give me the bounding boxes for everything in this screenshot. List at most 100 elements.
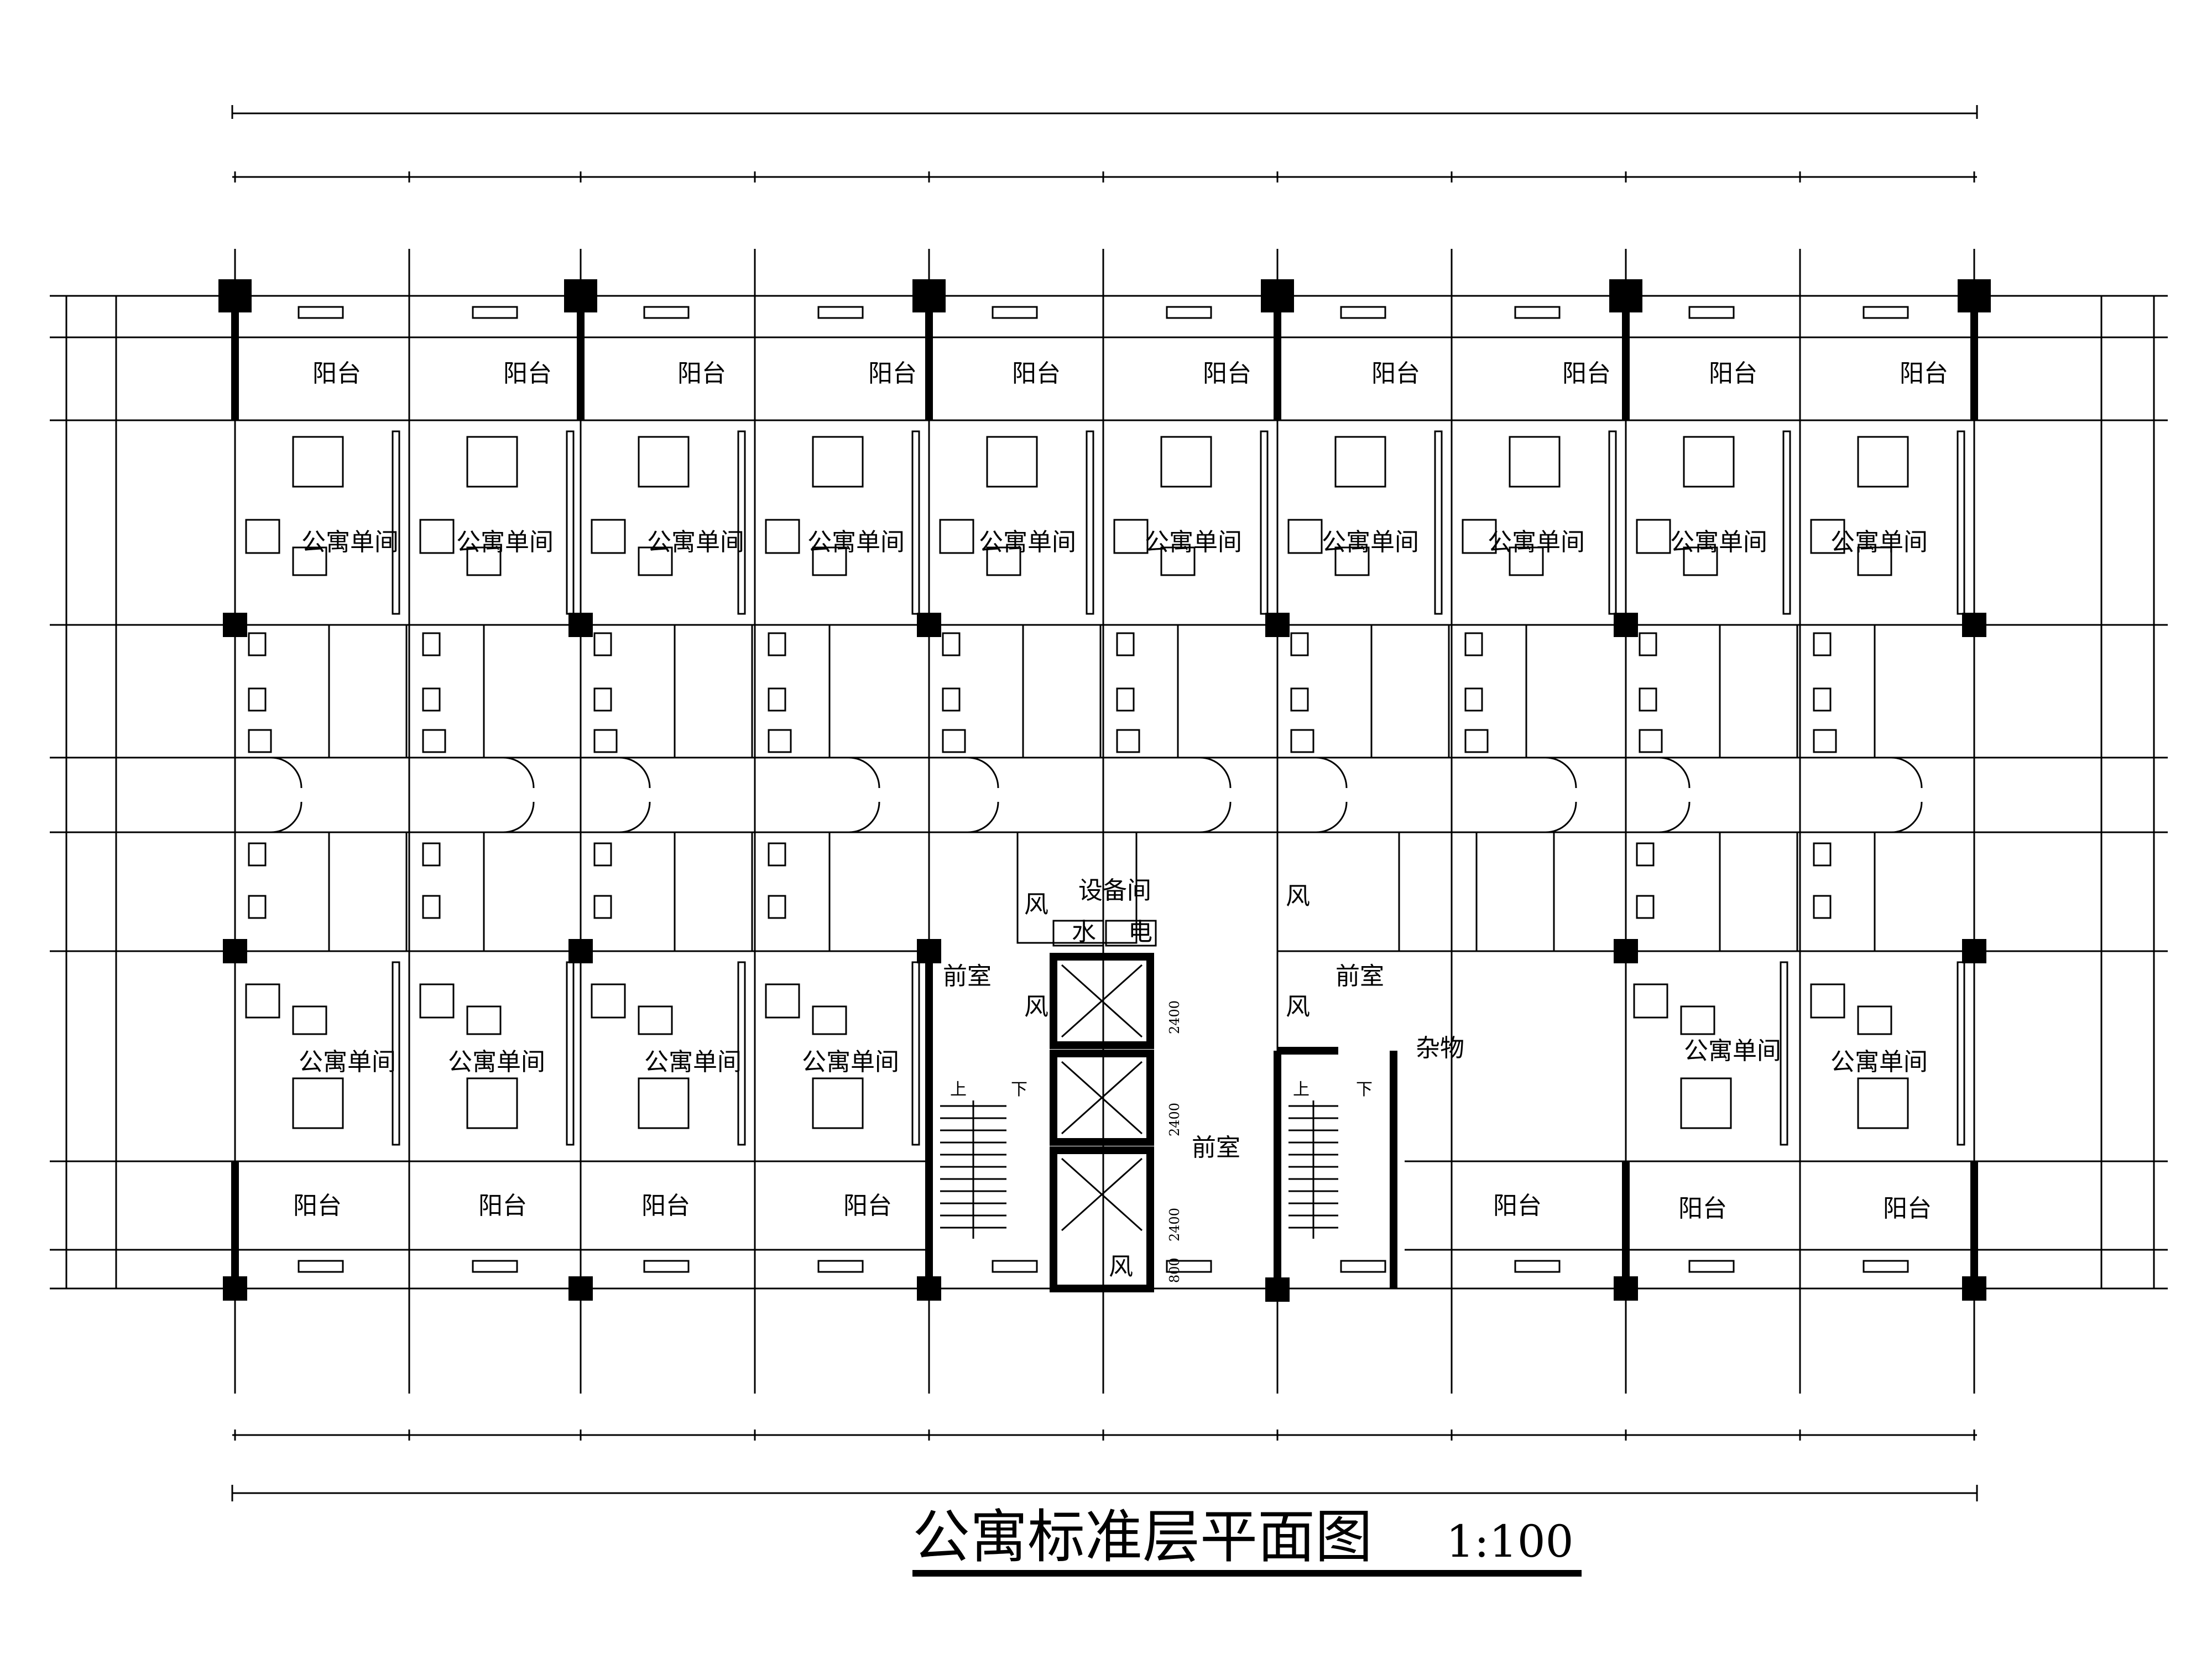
balcony-label-bottom-1: 阳台 bbox=[293, 1192, 342, 1220]
washbasin-icon bbox=[1464, 632, 1483, 656]
electric-shaft bbox=[1105, 920, 1157, 947]
table-icon bbox=[1680, 1005, 1715, 1035]
wardrobe-icon bbox=[1086, 430, 1094, 615]
washbasin-icon bbox=[768, 842, 786, 867]
wardrobe-icon bbox=[737, 430, 746, 615]
toilet-icon bbox=[1813, 729, 1837, 753]
balcony-label-bottom-5: 阳台 bbox=[1493, 1192, 1542, 1220]
door-swing bbox=[619, 757, 651, 789]
water-shaft bbox=[1052, 920, 1104, 947]
window-tag bbox=[472, 1260, 518, 1273]
bed-icon bbox=[292, 436, 344, 488]
unit-label-bottom-5: 公寓单间 bbox=[1684, 1037, 1781, 1065]
door-swing bbox=[1545, 801, 1577, 833]
sofa-icon bbox=[939, 519, 974, 554]
sofa-icon bbox=[1462, 519, 1497, 554]
window-tag bbox=[992, 1260, 1038, 1273]
table-icon bbox=[1857, 1005, 1892, 1035]
washbasin-icon bbox=[593, 895, 612, 919]
sofa-icon bbox=[419, 983, 455, 1019]
door-swing bbox=[503, 801, 535, 833]
unit-label-top-2: 公寓单间 bbox=[456, 528, 554, 556]
washbasin-icon bbox=[593, 842, 612, 867]
structural-column bbox=[917, 939, 941, 963]
washbasin-icon bbox=[248, 842, 267, 867]
washbasin-icon bbox=[1639, 632, 1657, 656]
washbasin-icon bbox=[1464, 687, 1483, 712]
elevator-cross bbox=[1061, 1157, 1143, 1232]
balcony-label-bottom-2: 阳台 bbox=[478, 1192, 527, 1220]
bed-icon bbox=[1857, 1077, 1909, 1129]
door-swing bbox=[848, 801, 880, 833]
window-tag bbox=[1166, 306, 1212, 319]
table-icon bbox=[638, 546, 673, 576]
door-swing bbox=[1316, 801, 1348, 833]
washbasin-icon bbox=[1813, 632, 1832, 656]
structural-column bbox=[223, 1276, 247, 1301]
structural-column bbox=[1609, 279, 1642, 312]
door-swing bbox=[848, 757, 880, 789]
structural-column bbox=[917, 1276, 941, 1301]
drawing-title: 公寓标准层平面图 bbox=[912, 1503, 1373, 1571]
window-tag bbox=[1688, 1260, 1735, 1273]
balcony-label-top-1: 阳台 bbox=[312, 359, 361, 388]
equipment-room-label: 设备间 bbox=[1078, 877, 1151, 905]
unit-label-top-7: 公寓单间 bbox=[1322, 528, 1419, 556]
window-tag bbox=[643, 306, 690, 319]
wardrobe-icon bbox=[737, 961, 746, 1146]
balcony-label-bottom-6: 阳台 bbox=[1678, 1194, 1727, 1223]
stair-up-label-2: 上 bbox=[1293, 1080, 1310, 1099]
structural-column bbox=[223, 613, 247, 637]
wardrobe-icon bbox=[1260, 430, 1269, 615]
door-swing bbox=[1658, 757, 1691, 789]
washbasin-icon bbox=[1116, 687, 1135, 712]
stair-down-label-2: 下 bbox=[1356, 1080, 1373, 1099]
wall-linework bbox=[231, 296, 1978, 1292]
table-icon bbox=[1509, 546, 1544, 576]
wardrobe-icon bbox=[1434, 430, 1443, 615]
table-icon bbox=[812, 1005, 847, 1035]
sofa-icon bbox=[765, 983, 800, 1019]
sofa-icon bbox=[765, 519, 800, 554]
bed-icon bbox=[812, 1077, 864, 1129]
balcony-label-top-10: 阳台 bbox=[1900, 359, 1948, 388]
unit-label-top-3: 公寓单间 bbox=[647, 528, 744, 556]
window-tag bbox=[1514, 1260, 1561, 1273]
structural-column bbox=[1962, 939, 1986, 963]
bed-icon bbox=[1509, 436, 1561, 488]
bed-icon bbox=[1683, 436, 1735, 488]
wardrobe-icon bbox=[911, 961, 920, 1146]
door-swing bbox=[1545, 757, 1577, 789]
door-swing bbox=[967, 801, 999, 833]
structural-column bbox=[568, 939, 593, 963]
toilet-icon bbox=[593, 729, 618, 753]
elevator-cross bbox=[1061, 964, 1143, 1038]
window-tag bbox=[1166, 1260, 1212, 1273]
structural-column bbox=[223, 939, 247, 963]
window-tag bbox=[1514, 306, 1561, 319]
wardrobe-icon bbox=[392, 961, 400, 1146]
bed-icon bbox=[1160, 436, 1212, 488]
wardrobe-icon bbox=[1957, 430, 1965, 615]
structural-column bbox=[1614, 1276, 1638, 1301]
structural-column bbox=[1958, 279, 1991, 312]
wardrobe-icon bbox=[566, 961, 575, 1146]
structural-column bbox=[1265, 1277, 1290, 1302]
door-swing bbox=[270, 757, 302, 789]
toilet-icon bbox=[422, 729, 446, 753]
bed-icon bbox=[812, 436, 864, 488]
window-tag bbox=[298, 1260, 344, 1273]
door-swing bbox=[1199, 801, 1232, 833]
structural-column bbox=[218, 279, 252, 312]
wardrobe-icon bbox=[1957, 961, 1965, 1146]
structural-column bbox=[1261, 279, 1294, 312]
window-tag bbox=[472, 306, 518, 319]
table-icon bbox=[1683, 546, 1718, 576]
sofa-icon bbox=[591, 519, 626, 554]
sofa-icon bbox=[1287, 519, 1323, 554]
wardrobe-icon bbox=[1608, 430, 1617, 615]
balcony-label-top-4: 阳台 bbox=[868, 359, 917, 388]
unit-label-bottom-2: 公寓单间 bbox=[448, 1048, 545, 1076]
unit-label-top-8: 公寓单间 bbox=[1488, 528, 1585, 556]
table-icon bbox=[292, 546, 327, 576]
